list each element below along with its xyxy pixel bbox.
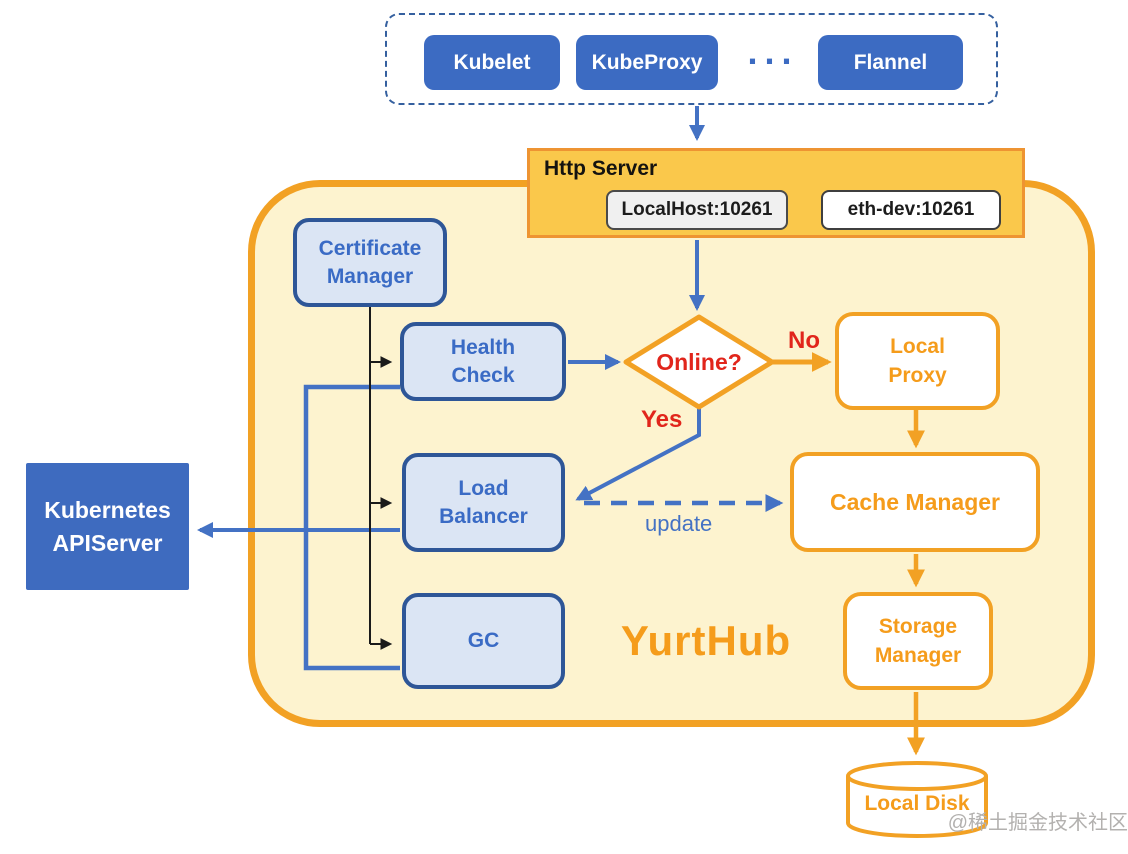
node-load-balancer: Load Balancer [402, 453, 565, 552]
node-http-server: Http Server LocalHost:10261 eth-dev:1026… [527, 148, 1025, 238]
endpoint-eth-dev: eth-dev:10261 [821, 190, 1001, 230]
node-kubeproxy: KubeProxy [576, 35, 718, 90]
http-server-title: Http Server [544, 157, 658, 180]
endpoint-localhost: LocalHost:10261 [606, 190, 788, 230]
local-disk-cylinder-top [846, 761, 988, 791]
node-gc: GC [402, 593, 565, 689]
edge-label-update: update [645, 511, 713, 536]
node-clients-group [385, 13, 998, 105]
node-local-proxy: Local Proxy [835, 312, 1000, 410]
node-health-check: Health Check [400, 322, 566, 401]
node-storage-manager: Storage Manager [843, 592, 993, 690]
node-certificate-manager: Certificate Manager [293, 218, 447, 307]
node-cache-manager: Cache Manager [790, 452, 1040, 552]
edge-label-yes: Yes [641, 406, 683, 433]
node-kubelet: Kubelet [424, 35, 560, 90]
node-kubernetes-apiserver: Kubernetes APIServer [26, 463, 189, 590]
flannel-label: Flannel [853, 50, 928, 74]
clients-ellipsis: ... [747, 30, 799, 72]
edge-label-no: No [788, 327, 820, 354]
kubeproxy-label: KubeProxy [591, 50, 703, 74]
node-flannel: Flannel [818, 35, 963, 90]
yurthub-title: YurtHub [620, 617, 792, 664]
node-online-decision-label: Online? [656, 348, 742, 375]
watermark: @稀土掘金技术社区 [947, 812, 1128, 834]
kubelet-label: Kubelet [453, 50, 531, 74]
